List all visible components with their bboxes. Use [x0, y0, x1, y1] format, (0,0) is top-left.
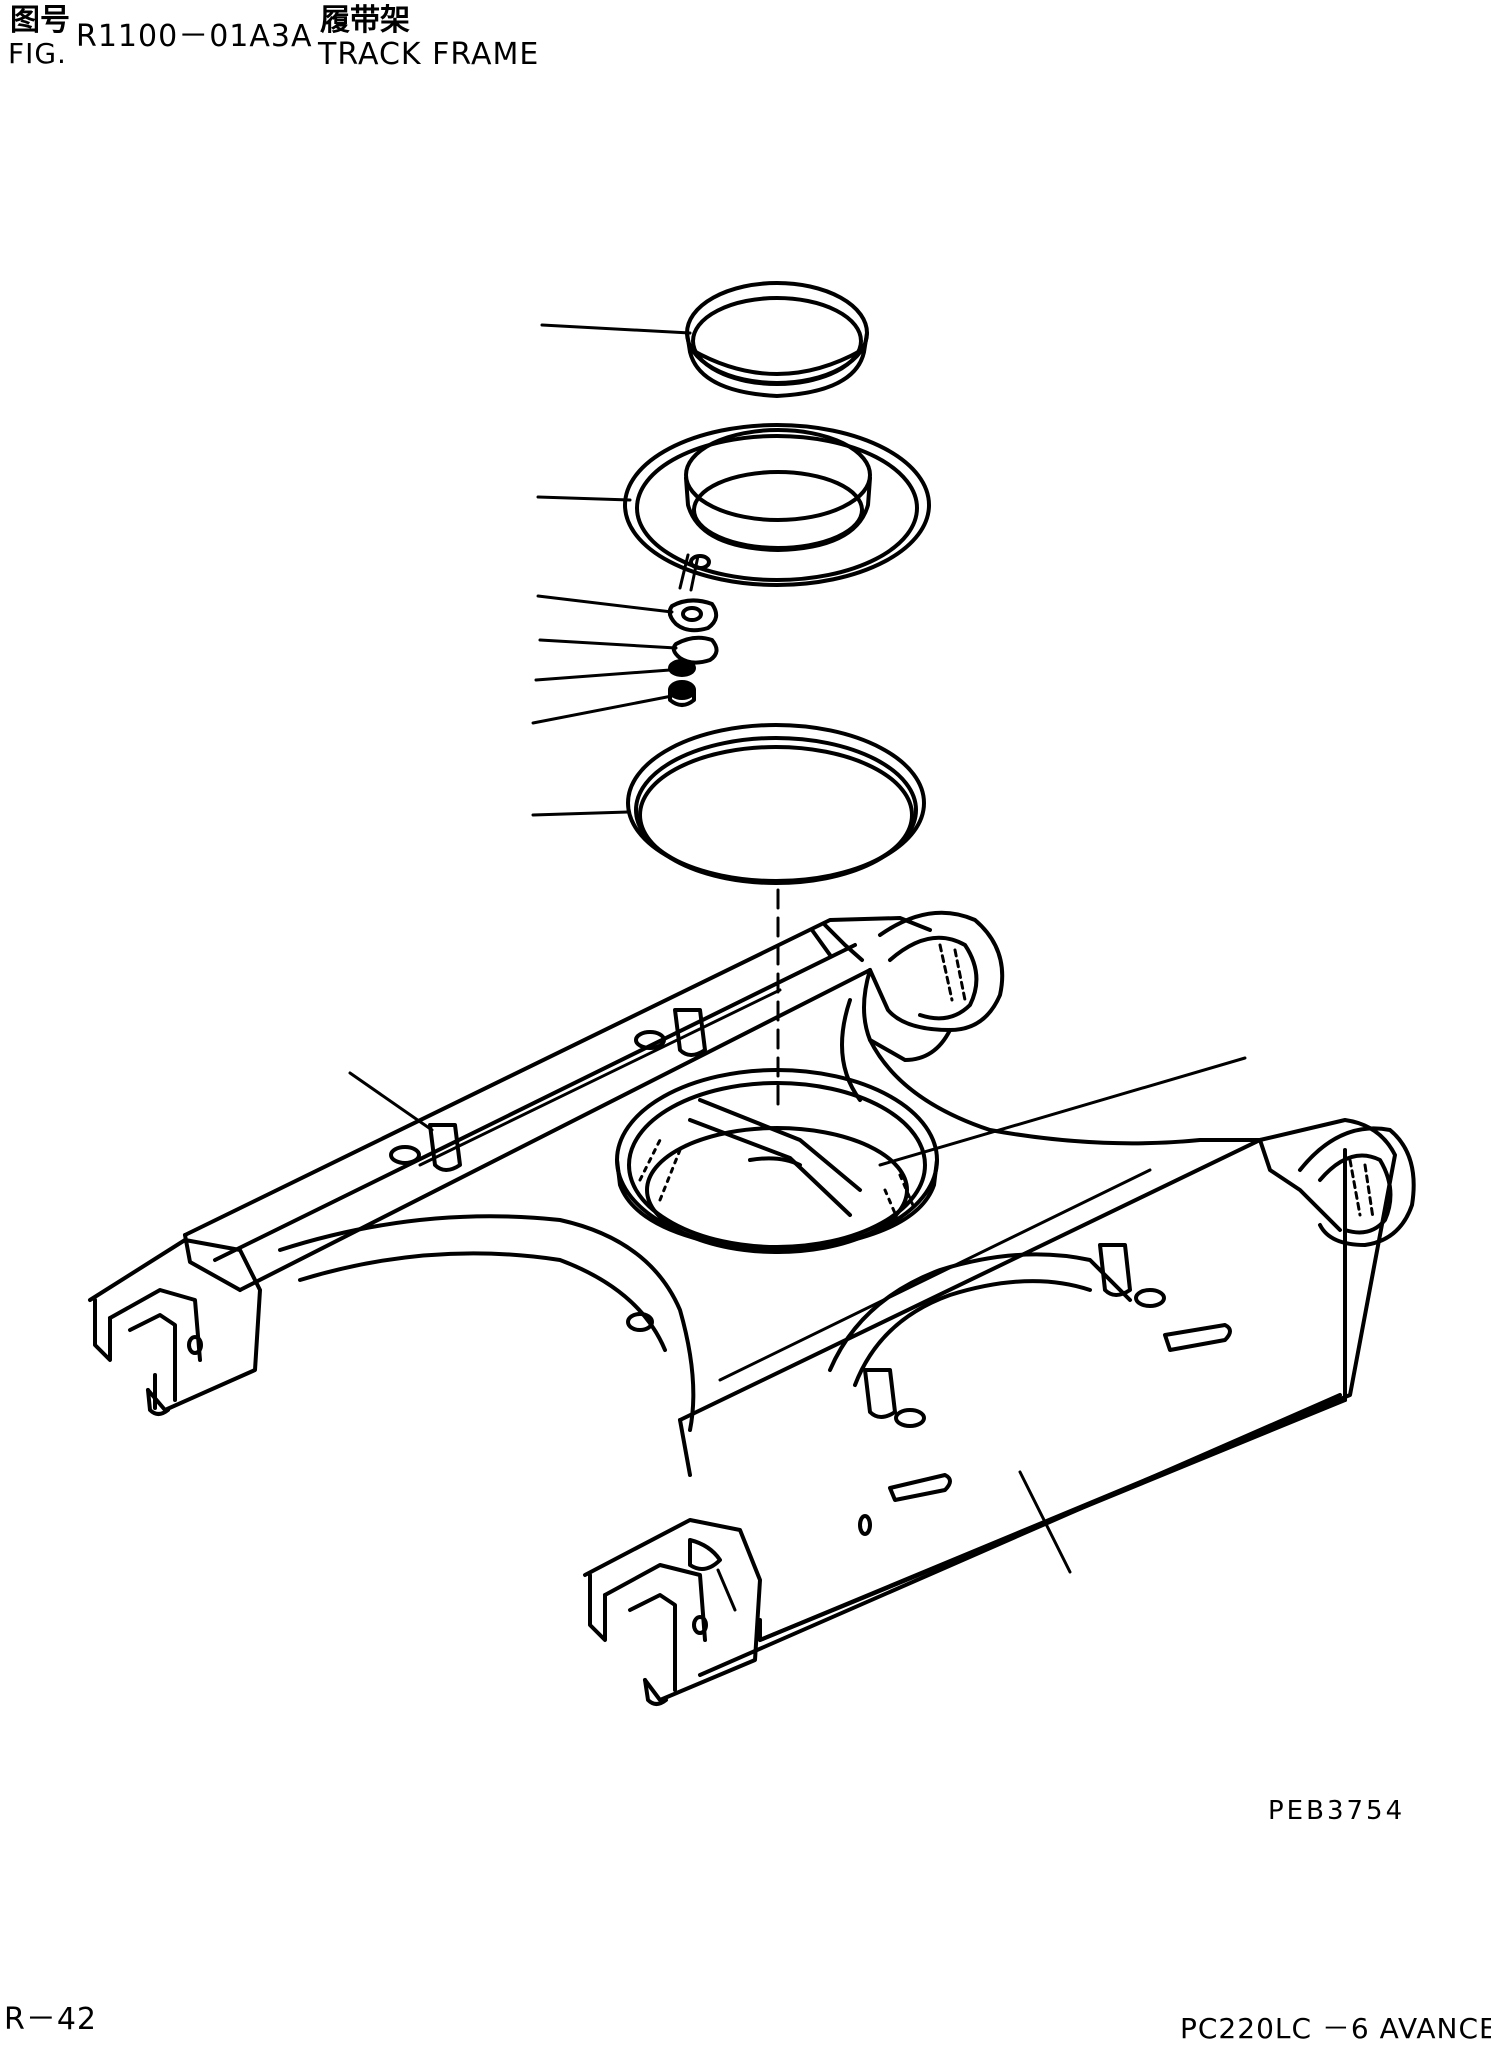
- drawing-code: PEB3754: [1268, 1796, 1406, 1826]
- track-frame-body: [88, 910, 1416, 1706]
- washer-part: [668, 659, 696, 677]
- page-number: R－42: [4, 2002, 98, 2037]
- leader-line-frame: [1018, 1470, 1072, 1574]
- fig-label-cn: 图号: [10, 3, 70, 38]
- nut-part: [668, 680, 696, 707]
- title-cn: 履带架: [320, 3, 410, 38]
- fig-label-en: FIG.: [8, 37, 67, 70]
- leader-line-small-plate: [536, 594, 674, 614]
- o-ring-part: [626, 723, 926, 885]
- leader-line-left-beam: [348, 1071, 434, 1132]
- shim-part: [671, 635, 719, 665]
- title-en: TRACK FRAME: [318, 37, 540, 72]
- top-ring-part: [685, 281, 869, 398]
- small-plate-part: [667, 598, 719, 633]
- leader-line-top-ring: [540, 323, 692, 335]
- fig-number: R1100－01A3A: [76, 19, 313, 54]
- seal-plate-part: [623, 423, 931, 592]
- model-name: PC220LC －6 AVANCE: [1180, 2012, 1491, 2045]
- leader-line-front-end: [716, 1568, 737, 1612]
- leader-line-nut: [531, 694, 674, 725]
- leader-line-shim: [538, 638, 678, 650]
- leader-line-seal-plate: [536, 495, 632, 502]
- leader-line-o-ring: [531, 810, 630, 817]
- leader-line-washer: [534, 668, 672, 682]
